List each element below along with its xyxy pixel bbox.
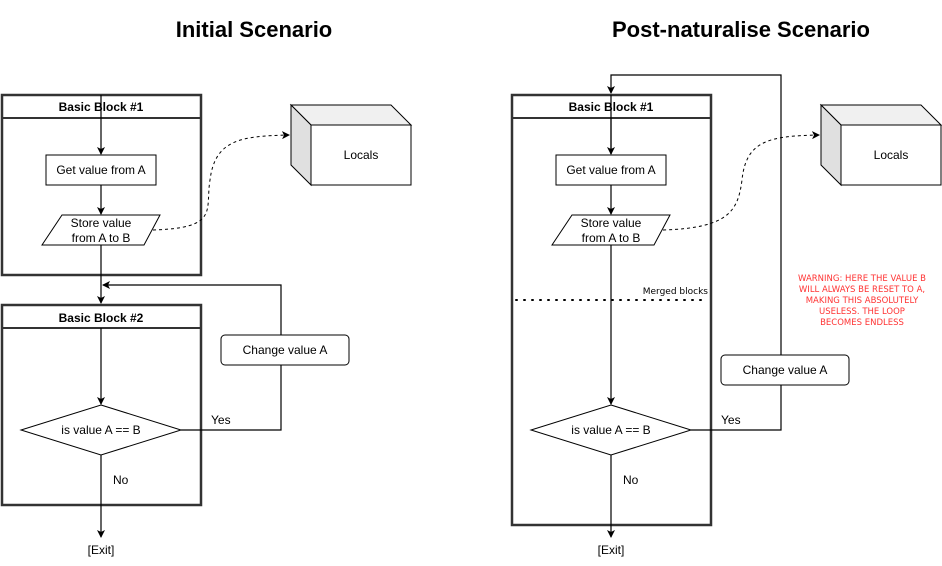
svg-text:Change value A: Change value A xyxy=(743,363,828,377)
change-value-node[interactable]: Change value A xyxy=(220,334,350,366)
decision-node[interactable]: is value A == B xyxy=(529,404,693,456)
svg-text:is value A == B: is value A == B xyxy=(61,423,140,437)
svg-text:MAKING THIS ABSOLUTELY: MAKING THIS ABSOLUTELY xyxy=(806,296,919,306)
store-value-node[interactable]: Store value from A to B xyxy=(551,214,671,246)
edge-store-to-locals xyxy=(662,131,820,231)
get-value-node[interactable]: Get value from A xyxy=(45,154,157,186)
svg-text:from A to B: from A to B xyxy=(582,231,641,245)
yes-label: Yes xyxy=(721,413,741,427)
post-naturalise-scenario-title: Post-naturalise Scenario xyxy=(612,17,870,42)
svg-text:BECOMES ENDLESS: BECOMES ENDLESS xyxy=(820,318,904,328)
yes-label: Yes xyxy=(211,413,231,427)
initial-scenario: Initial Scenario Basic Block #1 Basic Bl… xyxy=(0,17,413,557)
svg-text:Get value from A: Get value from A xyxy=(566,163,655,177)
change-value-node[interactable]: Change value A xyxy=(720,354,850,386)
merged-blocks-label: Merged blocks xyxy=(643,287,709,297)
svg-text:is value A == B: is value A == B xyxy=(571,423,650,437)
svg-text:Get value from A: Get value from A xyxy=(56,163,145,177)
basic-block-2-header: Basic Block #2 xyxy=(59,311,144,325)
get-value-node[interactable]: Get value from A xyxy=(555,154,667,186)
decision-node[interactable]: is value A == B xyxy=(19,404,183,456)
svg-text:from A to B: from A to B xyxy=(72,231,131,245)
svg-text:Locals: Locals xyxy=(874,148,909,162)
edge-yes-loop xyxy=(607,74,782,431)
svg-text:Store value: Store value xyxy=(581,216,642,230)
post-naturalise-scenario: Post-naturalise Scenario Basic Block #1 … xyxy=(510,17,942,557)
exit-label: [Exit] xyxy=(88,543,115,557)
svg-text:USELESS. THE LOOP: USELESS. THE LOOP xyxy=(819,307,905,317)
exit-label: [Exit] xyxy=(598,543,625,557)
store-value-node[interactable]: Store value from A to B xyxy=(41,214,161,246)
svg-text:Store value: Store value xyxy=(71,216,132,230)
svg-text:WARNING: HERE THE VALUE B: WARNING: HERE THE VALUE B xyxy=(798,274,926,284)
no-label: No xyxy=(623,473,639,487)
svg-text:Change value A: Change value A xyxy=(243,343,328,357)
locals-node[interactable]: Locals xyxy=(289,103,413,187)
warning-note: WARNING: HERE THE VALUE B WILL ALWAYS BE… xyxy=(798,274,926,328)
locals-node[interactable]: Locals xyxy=(819,103,942,187)
svg-text:Locals: Locals xyxy=(344,148,379,162)
no-label: No xyxy=(113,473,129,487)
svg-text:WILL ALWAYS BE RESET TO A,: WILL ALWAYS BE RESET TO A, xyxy=(799,285,925,295)
initial-scenario-title: Initial Scenario xyxy=(176,17,333,42)
edge-store-to-locals xyxy=(152,131,290,231)
